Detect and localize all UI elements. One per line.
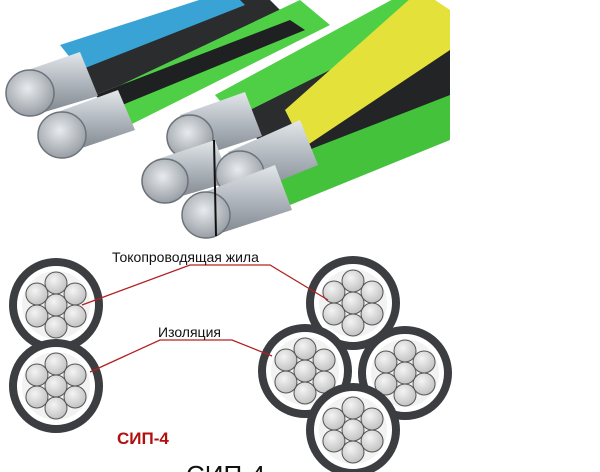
strand	[360, 280, 384, 304]
conductor-face-1	[5, 69, 55, 117]
strand	[63, 385, 87, 409]
insulation-label: Изоляция	[158, 324, 221, 340]
strand	[44, 352, 68, 376]
cross-section	[9, 258, 103, 352]
strand	[25, 363, 49, 387]
strand	[393, 383, 417, 407]
strand	[393, 339, 417, 363]
green-sheath-right-2	[270, 95, 450, 205]
cut-bottom-text: СИП-4	[186, 460, 265, 472]
strand	[293, 337, 317, 361]
strand	[25, 385, 49, 409]
strand	[44, 271, 68, 295]
sip-code-label: СИП-4	[117, 429, 169, 448]
strand	[293, 381, 317, 405]
conductor-face-4	[141, 158, 189, 204]
strand	[322, 280, 346, 304]
strand	[341, 291, 365, 315]
cross-section	[306, 256, 400, 350]
strand	[360, 302, 384, 326]
strand	[274, 348, 298, 372]
strand	[341, 440, 365, 464]
conductor-leader-right	[230, 264, 329, 301]
yellow-sheath	[285, 0, 450, 160]
leader-lines	[81, 264, 329, 373]
insulation-leader-left	[89, 339, 200, 373]
strand	[274, 370, 298, 394]
strand	[341, 396, 365, 420]
strand	[360, 407, 384, 431]
strand	[44, 374, 68, 398]
strand	[341, 269, 365, 293]
right-cable-bundle	[141, 0, 450, 239]
black-sheath-left-2	[95, 20, 305, 110]
conductor-leader-left	[81, 264, 230, 306]
strand	[63, 363, 87, 387]
strand	[360, 429, 384, 453]
strand	[412, 372, 436, 396]
strand	[25, 304, 49, 328]
strand	[312, 348, 336, 372]
strand	[322, 407, 346, 431]
strand	[322, 429, 346, 453]
cross-section	[9, 339, 103, 433]
strand	[44, 315, 68, 339]
black-sheath-left	[70, 0, 290, 95]
strand	[44, 293, 68, 317]
conductor-face-2	[37, 111, 87, 159]
strand	[341, 313, 365, 337]
strand	[63, 282, 87, 306]
conductor-face-6	[181, 191, 231, 239]
strand	[25, 282, 49, 306]
black-wire	[213, 139, 217, 237]
conductor-label: Токопроводящая жила	[112, 249, 259, 265]
insulation-leader-right	[200, 339, 273, 357]
left-cable-pair	[5, 0, 330, 159]
strand	[322, 302, 346, 326]
cable-photo	[5, 0, 450, 239]
blue-sheath	[60, 0, 245, 70]
strand	[393, 361, 417, 385]
strand	[44, 396, 68, 420]
strand	[341, 418, 365, 442]
strand	[63, 304, 87, 328]
strand	[374, 350, 398, 374]
cross-section-diagram	[9, 256, 452, 472]
strand	[412, 350, 436, 374]
strand	[293, 359, 317, 383]
cross-section	[306, 383, 400, 472]
